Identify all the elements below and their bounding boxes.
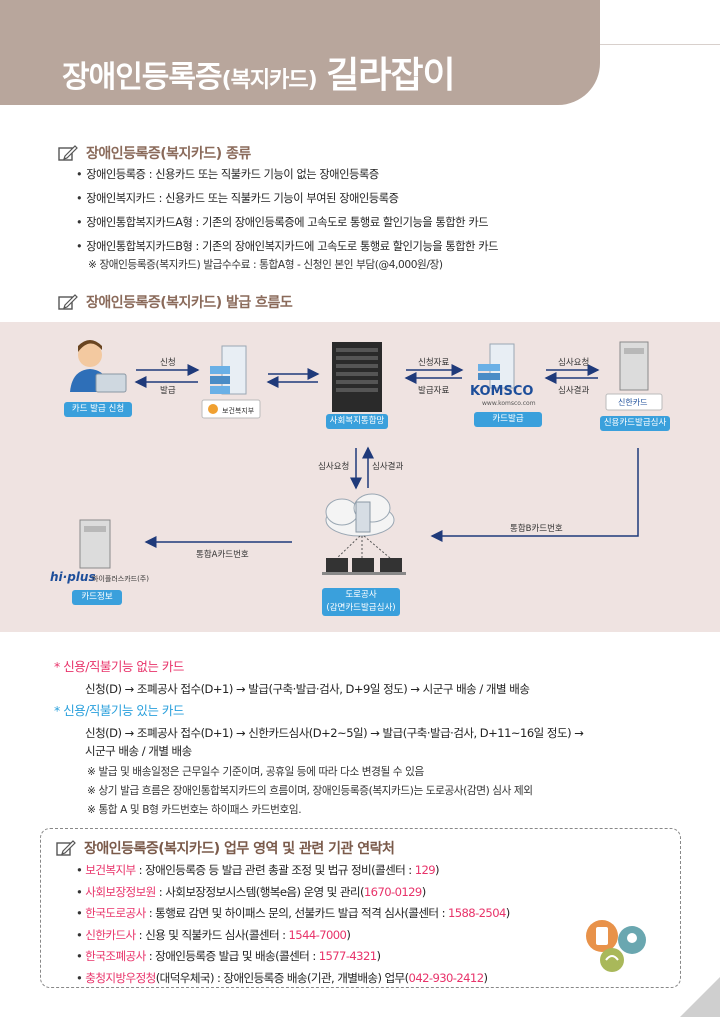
shinhan-logo: 신한카드 xyxy=(618,398,648,407)
apply-arrow-label: 신청 xyxy=(160,358,176,368)
contact-item: 사회보장정보원 : 사회보장정보시스템(행복e음) 운영 및 관리(1670-0… xyxy=(76,882,510,904)
credit-heading: * 신용/직불기능 있는 카드 xyxy=(54,703,184,718)
header-rule xyxy=(600,0,720,45)
hipass-company: 하이플러스카드(주) xyxy=(92,575,149,583)
contact-item: 신한카드사 : 신용 및 직불카드 심사(콜센터 : 1544-7000) xyxy=(76,925,510,947)
title-paren: (복지카드) xyxy=(221,68,318,93)
review-request-label-2: 심사요청 xyxy=(318,462,350,472)
server-rack-icon xyxy=(332,342,382,412)
pen-note-icon xyxy=(56,840,76,856)
contact-item: 한국도로공사 : 통행료 감면 및 하이패스 문의, 선불카드 발급 적격 심사… xyxy=(76,903,510,925)
call-center-icon xyxy=(586,920,646,972)
laptop-icon xyxy=(322,558,406,575)
flow-diagram: 카드 발급 신청 보건복지부 사회복지통합망 KOMSCO www.komsco… xyxy=(0,322,720,632)
flow-diagram-graphics xyxy=(70,340,663,575)
mohw-logo-text: 보건복지부 xyxy=(222,407,255,415)
section-types-title: 장애인등록증(복지카드) 종류 xyxy=(58,143,251,163)
review-result-label: 심사결과 xyxy=(558,386,590,396)
contact-item: 충청지방우정청(대덕우체국) : 장애인등록증 배송(기관, 개별배송) 업무(… xyxy=(76,968,510,990)
title-tail: 길라잡이 xyxy=(326,54,455,96)
expressway-label: 도로공사 (감면카드발급심사) xyxy=(322,588,400,616)
tower-computer-icon xyxy=(619,341,649,391)
review-result-label-2: 심사결과 xyxy=(372,462,404,472)
shinhan-label: 신용카드발급심사 xyxy=(600,416,670,431)
page-corner xyxy=(680,977,720,1017)
credit-flow-line1: 신청(D) → 조폐공사 접수(D+1) → 신한카드심사(D+2~5일) → … xyxy=(85,726,584,740)
b-card-number-label: 통합B카드번호 xyxy=(510,524,563,534)
hipass-label: 카드정보 xyxy=(72,590,122,605)
fee-note: ※ 장애인등록증(복지카드) 발급수수료 : 통합A형 - 신청인 본인 부담(… xyxy=(88,259,443,271)
review-request-label: 심사요청 xyxy=(558,358,590,368)
no-credit-heading: * 신용/직불기능 없는 카드 xyxy=(54,659,184,674)
contact-item: 한국조폐공사 : 장애인등록증 발급 및 배송(콜센터 : 1577-4321) xyxy=(76,946,510,968)
contact-item: 보건복지부 : 장애인등록증 등 발급 관련 총괄 조정 및 법규 정비(콜센터… xyxy=(76,860,510,882)
cloud-network-icon xyxy=(325,493,395,559)
pen-note-icon xyxy=(58,145,78,161)
server-icon xyxy=(478,343,515,389)
komsco-logo: KOMSCO xyxy=(470,384,534,399)
process-note: ※ 통합 A 및 B형 카드번호는 하이패스 카드번호임. xyxy=(87,804,302,816)
contact-list: 보건복지부 : 장애인등록증 등 발급 관련 총괄 조정 및 법규 정비(콜센터… xyxy=(76,860,510,989)
page-title: 장애인등록증(복지카드) 길라잡이 xyxy=(62,46,456,98)
list-item: 장애인복지카드 : 신용카드 또는 직불카드 기능이 부여된 장애인등록증 xyxy=(76,187,498,211)
apply-data-label: 신청자료 xyxy=(418,358,450,368)
contacts-title: 장애인등록증(복지카드) 업무 영역 및 관련 기관 연락처 xyxy=(56,838,395,858)
list-item: 장애인등록증 : 신용카드 또는 직불카드 기능이 없는 장애인등록증 xyxy=(76,163,498,187)
pen-note-icon xyxy=(58,294,78,310)
ssis-label: 사회복지통합망 xyxy=(326,414,388,429)
card-type-list: 장애인등록증 : 신용카드 또는 직불카드 기능이 없는 장애인등록증 장애인복… xyxy=(76,163,498,259)
header-banner: 장애인등록증(복지카드) 길라잡이 xyxy=(0,0,600,105)
hipass-logo: hi·plus xyxy=(50,570,96,584)
list-item: 장애인통합복지카드A형 : 기존의 장애인등록증에 고속도로 통행료 할인기능을… xyxy=(76,211,498,235)
person-icon xyxy=(70,340,127,393)
server-icon xyxy=(210,345,247,395)
credit-flow-line2: 시군구 배송 / 개별 배송 xyxy=(85,744,192,758)
issue-arrow-label: 발급 xyxy=(160,386,176,396)
komsco-url: www.komsco.com xyxy=(482,400,536,407)
issue-data-label: 발급자료 xyxy=(418,386,450,396)
no-credit-flow: 신청(D) → 조폐공사 접수(D+1) → 발급(구축·발급·검사, D+9일… xyxy=(85,682,530,696)
section-flow-title: 장애인등록증(복지카드) 발급 흐름도 xyxy=(58,292,293,312)
applicant-label: 카드 발급 신청 xyxy=(64,402,132,417)
process-note: ※ 발급 및 배송일정은 근무일수 기준이며, 공휴일 등에 따라 다소 변경될… xyxy=(87,766,424,778)
list-item: 장애인통합복지카드B형 : 기존의 장애인복지카드에 고속도로 통행료 할인기능… xyxy=(76,235,498,259)
process-note: ※ 상기 발급 흐름은 장애인통합복지카드의 흐름이며, 장애인등록증(복지카드… xyxy=(87,785,533,797)
komsco-label: 카드발급 xyxy=(474,412,542,427)
title-main: 장애인등록증 xyxy=(62,60,223,95)
tower-computer-icon xyxy=(79,519,111,569)
a-card-number-label: 통합A카드번호 xyxy=(196,550,249,560)
